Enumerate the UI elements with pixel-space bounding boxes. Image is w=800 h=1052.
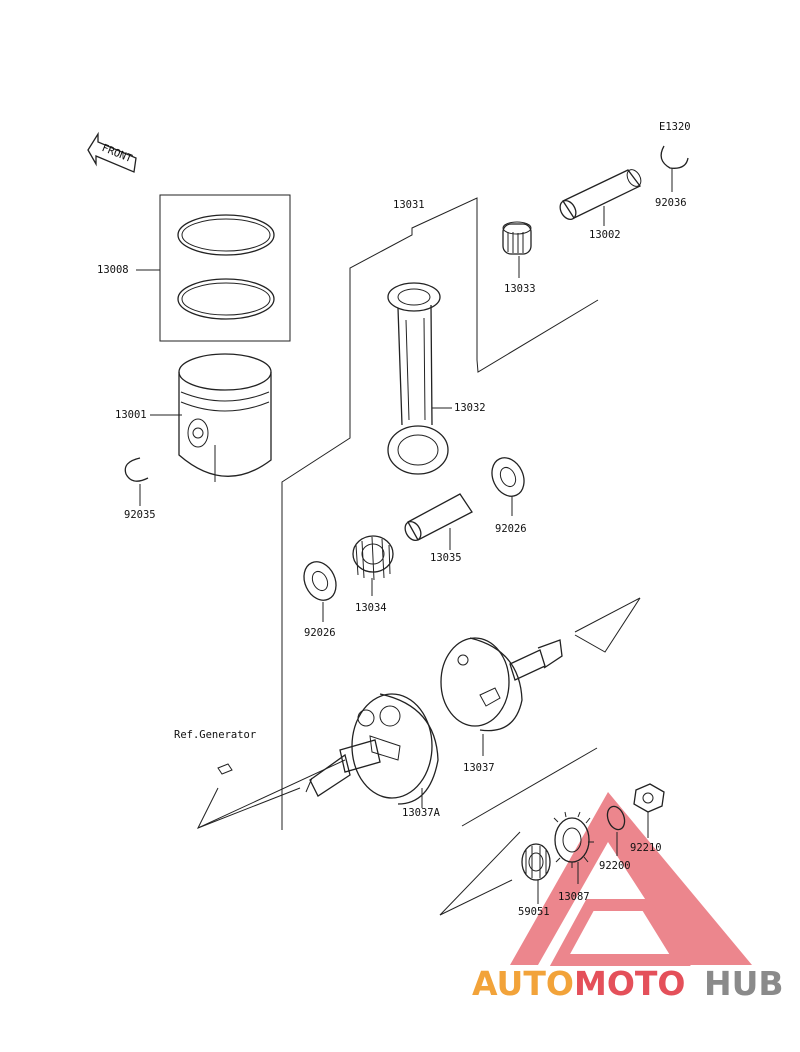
label-92026-right: 92026 [495,523,527,535]
gear [553,811,594,868]
connecting-rod [387,282,449,475]
thrust-washer-right [491,457,525,497]
label-92026-left: 92026 [304,627,336,639]
ref-generator-label: Ref.Generator [174,729,256,741]
crankshaft-left-half [305,693,439,805]
circlip-right [660,145,689,169]
watermark-triangle-outer [510,792,752,965]
label-92200: 92200 [599,860,631,872]
label-13008: 13008 [97,264,129,276]
washer [606,805,626,831]
nut [633,783,665,813]
piston [178,353,272,482]
watermark-text-hub: HUB [704,964,784,1003]
label-13037a: 13037A [402,807,441,819]
label-13034: 13034 [355,602,387,614]
label-59051: 59051 [518,906,550,918]
front-label: FRONT [100,142,134,165]
watermark-triangle-inner [549,899,691,966]
label-92210: 92210 [630,842,662,854]
assembly-boundary [281,197,599,830]
label-13037: 13037 [463,762,495,774]
needle-bearing-big-end [352,535,394,581]
needle-bearing-gear [521,843,551,881]
thrust-washer-left [303,561,337,601]
watermark-text-moto: MOTO [574,964,685,1003]
watermark-logo [510,792,752,966]
label-92035: 92035 [124,509,156,521]
needle-bearing-small-end [502,221,532,255]
circlip-left [124,457,149,482]
label-13032: 13032 [454,402,486,414]
label-13031: 13031 [393,199,425,211]
front-arrow-icon: FRONT [87,131,137,173]
key-icon [217,763,233,775]
piston-ring-set [159,194,291,342]
label-92036: 92036 [655,197,687,209]
label-13087: 13087 [558,891,590,903]
crankshaft-right-half [440,637,563,732]
watermark-text-auto: AUTO [472,964,574,1003]
crank-pin [404,493,473,541]
label-13001: 13001 [115,409,147,421]
watermark-text: AUTO MOTO HUB [472,964,784,1003]
piston-pin [559,169,642,220]
label-13033: 13033 [504,283,536,295]
label-13035: 13035 [430,552,462,564]
label-13002: 13002 [589,229,621,241]
diagram-code: E1320 [659,121,691,133]
